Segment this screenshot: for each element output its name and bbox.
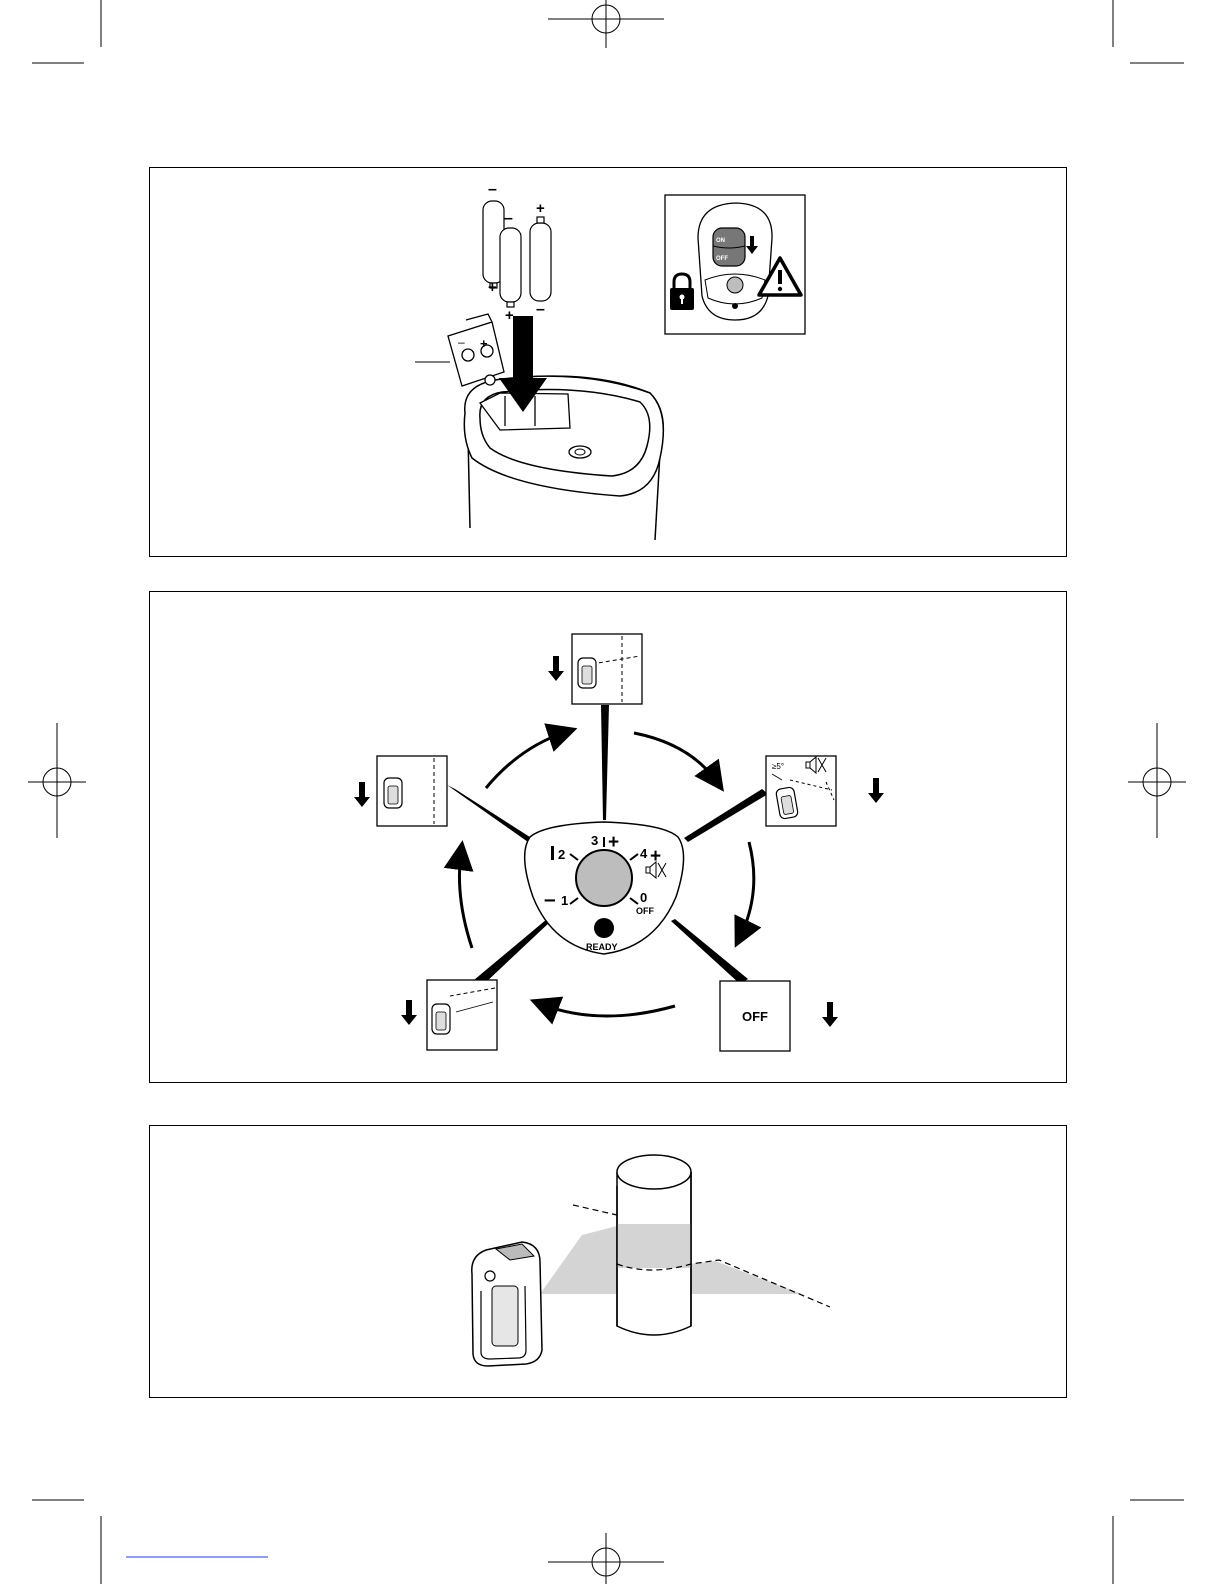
mode-dial[interactable] bbox=[576, 850, 632, 906]
down-arrow-icon bbox=[822, 1002, 838, 1027]
battery2-top: – bbox=[504, 210, 513, 227]
battery3-top: + bbox=[536, 200, 545, 217]
mode-dial-illustration: 2 3 + 4 + – 1 0 OFF READY bbox=[150, 592, 1068, 1084]
inset-off: OFF bbox=[716, 256, 728, 262]
off-box-label: OFF bbox=[742, 1009, 768, 1024]
dial-mark-4: 4 bbox=[640, 846, 648, 861]
dial-mark-0: 0 bbox=[640, 890, 647, 905]
battery-illustration: + – – + – + + – ON OFF bbox=[150, 168, 1068, 558]
mode-tile-1 bbox=[427, 980, 497, 1050]
mode-tile-4: ≥5° bbox=[766, 756, 836, 826]
tilt-angle: ≥5° bbox=[772, 762, 784, 771]
mode-dial-panel: 2 3 + 4 + – 1 0 OFF READY bbox=[149, 591, 1067, 1083]
dial-mark-2: 2 bbox=[558, 847, 565, 862]
down-arrow-icon bbox=[868, 778, 884, 803]
dial-off: OFF bbox=[636, 906, 654, 916]
ready-label: READY bbox=[586, 942, 618, 952]
battery2-bottom: + bbox=[505, 307, 514, 324]
mode-tile-3 bbox=[572, 634, 642, 704]
mode-tile-2 bbox=[377, 756, 447, 826]
cylinder-object-icon bbox=[617, 1155, 691, 1335]
mode-tile-off: OFF bbox=[720, 981, 790, 1051]
inset-on: ON bbox=[716, 238, 725, 244]
battery-cover bbox=[448, 314, 504, 386]
dial-mark-1-sign: – bbox=[544, 888, 556, 911]
cover-plus: + bbox=[480, 336, 488, 351]
down-arrow-icon bbox=[548, 656, 564, 681]
battery3-bottom: – bbox=[536, 301, 545, 318]
laser-device-icon bbox=[472, 1242, 542, 1366]
switch-inset: ON OFF bbox=[665, 195, 805, 334]
dial-mark-3: 3 bbox=[591, 833, 598, 848]
battery1-bottom: + bbox=[488, 279, 497, 296]
laser-beam-illustration bbox=[150, 1126, 1068, 1399]
down-arrow-icon bbox=[401, 1000, 417, 1025]
dial-mark-1: 1 bbox=[561, 893, 568, 908]
battery1-top: – bbox=[488, 181, 497, 198]
cover-minus: – bbox=[458, 335, 465, 349]
laser-beam-panel bbox=[149, 1125, 1067, 1398]
battery-panel: + – – + – + + – ON OFF bbox=[149, 167, 1067, 557]
dial-mark-3-sign: + bbox=[608, 832, 619, 853]
ready-led bbox=[594, 918, 614, 938]
down-arrow-icon bbox=[354, 782, 370, 807]
